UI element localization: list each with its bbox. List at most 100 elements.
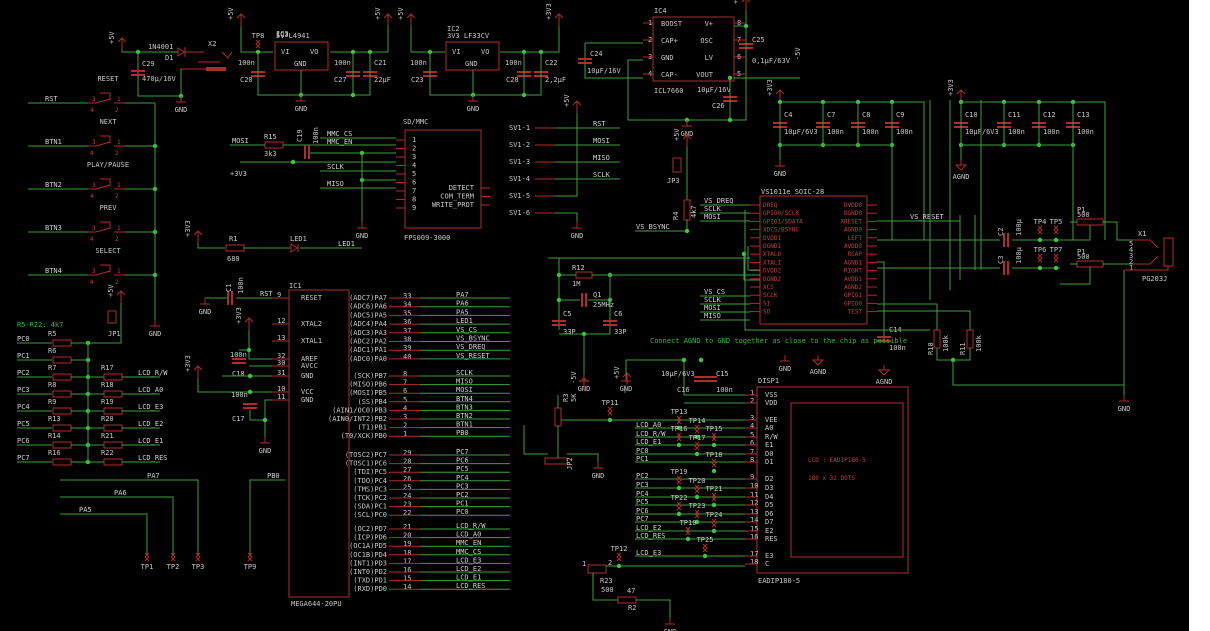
testpoint-icon: [144, 552, 150, 562]
component-value: 4k7: [690, 205, 698, 218]
component-label: R4: [672, 212, 680, 220]
net-label: LCD_E1: [636, 438, 661, 446]
label: ICL7660: [654, 87, 684, 95]
gnd-label: GND: [295, 105, 308, 113]
pin-number: 12: [750, 499, 758, 507]
wire: [1060, 267, 1091, 285]
pin-number: 13: [277, 334, 285, 342]
pin-name: DVDD0: [844, 202, 862, 209]
label: R20: [101, 415, 114, 423]
testpoint-icon: [676, 432, 682, 442]
microcontroller-ic1: [288, 289, 350, 598]
net-label: BTN2: [456, 412, 473, 420]
junction-dot: [711, 442, 717, 448]
label: VEE: [765, 416, 778, 424]
net-label: PB0: [267, 472, 280, 480]
junction-dot: [521, 92, 527, 98]
jack-icon: [221, 51, 233, 59]
net-label: PA7: [147, 472, 160, 480]
net-label: MOSI: [704, 213, 721, 221]
label: 100n: [238, 59, 255, 67]
net-label: LED1: [456, 317, 473, 325]
resistor: [103, 390, 123, 398]
label: XTAL2: [301, 320, 322, 328]
testpoint-icon: [1053, 225, 1059, 235]
component-label: C2: [997, 228, 1005, 236]
testpoint-icon: [694, 424, 700, 434]
pin-number: 1: [1129, 264, 1133, 272]
pin-number: 11: [750, 491, 758, 499]
pin-number: 31: [277, 369, 285, 377]
pin-number: 15: [750, 525, 758, 533]
label: 2: [115, 150, 119, 157]
label: 100n: [896, 128, 913, 136]
testpoint-icon: [1037, 253, 1043, 263]
pin-name: (ADC3)PA3: [349, 329, 387, 337]
resistor: [103, 458, 123, 466]
pin-number: 18: [403, 549, 411, 557]
pin-name: (TMS)PC3: [353, 485, 387, 493]
gnd-label: GND: [467, 105, 480, 113]
net-label: PC0: [456, 508, 469, 516]
supply-symbol: [554, 13, 564, 19]
net-label: PA7: [456, 291, 469, 299]
pushbutton-icon: [88, 141, 111, 147]
capacitor-c19: [308, 145, 310, 159]
label: 1: [117, 182, 121, 189]
label: 4: [90, 150, 94, 157]
label: R23: [600, 577, 613, 585]
net-label: LCD_E2: [636, 524, 661, 532]
capacitor-c5: [552, 320, 566, 322]
label: 1: [412, 136, 416, 144]
agnd-symbol: [954, 164, 968, 171]
design-note: Connect AGND to GND together as close to…: [650, 337, 907, 345]
supply-label: +3V3: [235, 307, 243, 324]
wire: [197, 378, 272, 393]
crystal-q1: [585, 293, 587, 307]
testpoint-label: TP16: [671, 425, 688, 433]
net-label: PC3: [636, 481, 649, 489]
label: +3V3: [230, 170, 247, 178]
pin-number: 14: [403, 583, 411, 591]
pin-number: 22: [403, 509, 411, 517]
label: 10µF/16V: [697, 86, 732, 94]
net-label: PC4: [636, 490, 649, 498]
label: D4: [765, 493, 773, 501]
net-label: PC1: [456, 500, 469, 508]
lcd-display-disp1: [756, 386, 909, 574]
junction-dot: [711, 468, 717, 474]
testpoint-label: TP3: [192, 563, 205, 571]
label: VI: [281, 48, 289, 56]
trimmer-r23: [587, 564, 607, 574]
jumper-jp3: [672, 157, 682, 173]
capacitor-audio: [1003, 261, 1005, 275]
label: C28: [506, 76, 519, 84]
crystal-q1: [581, 293, 583, 307]
pin-number: 2: [1129, 258, 1133, 266]
testpoint-label: TP18: [706, 451, 723, 459]
net-label: LCD_R/W: [456, 522, 486, 530]
capacitor-c24: [578, 62, 592, 64]
gnd-label: GND: [175, 106, 188, 114]
label: E1: [765, 441, 773, 449]
pin-name: XDCS/BSYNC: [763, 227, 800, 234]
pin-name: (ADC5)PA5: [349, 311, 387, 319]
testpoint-icon: [607, 406, 613, 416]
label: FPS009-3000: [404, 234, 450, 242]
net-label: PC3: [456, 482, 469, 490]
net-label: LED1: [338, 240, 355, 248]
pin-number: 28: [403, 458, 411, 466]
pin-name: (T1)PB1: [357, 424, 387, 432]
pin-name: (MOSI)PB5: [349, 389, 387, 397]
label: 3: [412, 153, 416, 161]
capacitor-c5: [552, 324, 566, 326]
label: LED1: [290, 235, 307, 243]
capacitor-c19: [304, 145, 306, 159]
resistor: [103, 373, 123, 381]
capacitor-audio: [1003, 233, 1005, 247]
pin-name: RIGHT: [844, 268, 862, 275]
wire: [584, 43, 643, 79]
pin-number: 24: [403, 492, 411, 500]
gnd-label: GND: [681, 130, 694, 138]
